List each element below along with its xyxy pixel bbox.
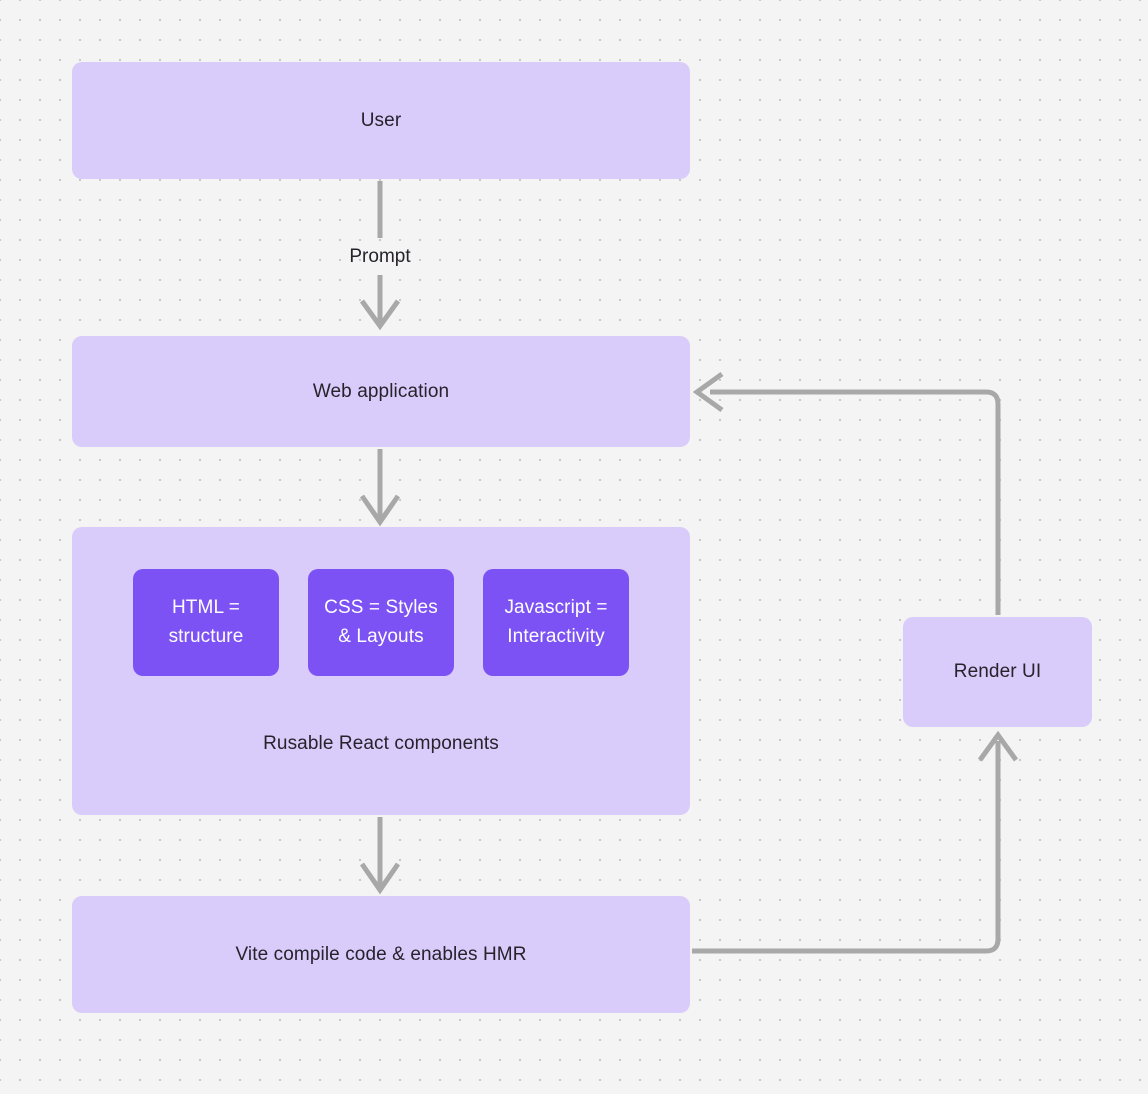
- chip-html-line1: HTML =: [171, 597, 240, 618]
- chip-html[interactable]: HTML = structure: [133, 569, 279, 676]
- node-web-application[interactable]: Web application: [72, 336, 690, 447]
- node-render-ui[interactable]: Render UI: [903, 617, 1092, 727]
- chip-css-line1: CSS = Styles: [324, 597, 438, 618]
- edge-render-to-webapp: [692, 371, 1001, 615]
- node-web-application-label: Web application: [312, 380, 450, 402]
- node-vite-compile-label: Vite compile code & enables HMR: [235, 943, 527, 965]
- chip-html-line2: structure: [168, 625, 244, 647]
- chip-javascript-line1: Javascript =: [504, 597, 608, 618]
- node-vite-compile[interactable]: Vite compile code & enables HMR: [72, 896, 690, 1013]
- node-user-label: User: [360, 109, 402, 131]
- chip-row: HTML = structure CSS = Styles & Layouts …: [133, 569, 629, 676]
- edge-webapp-to-components: [359, 449, 401, 527]
- node-reusable-react-components[interactable]: HTML = structure CSS = Styles & Layouts …: [72, 527, 690, 815]
- edge-components-to-vite: [359, 817, 401, 895]
- chip-css[interactable]: CSS = Styles & Layouts: [308, 569, 454, 676]
- chip-javascript[interactable]: Javascript = Interactivity: [483, 569, 629, 676]
- node-user[interactable]: User: [72, 62, 690, 179]
- node-render-ui-label: Render UI: [953, 661, 1042, 683]
- chip-css-line2: & Layouts: [338, 625, 424, 647]
- chip-javascript-line2: Interactivity: [507, 625, 605, 647]
- edge-vite-to-render: [692, 730, 1019, 954]
- edge-label-prompt: Prompt: [349, 246, 411, 267]
- node-reusable-react-components-label: Rusable React components: [263, 733, 499, 754]
